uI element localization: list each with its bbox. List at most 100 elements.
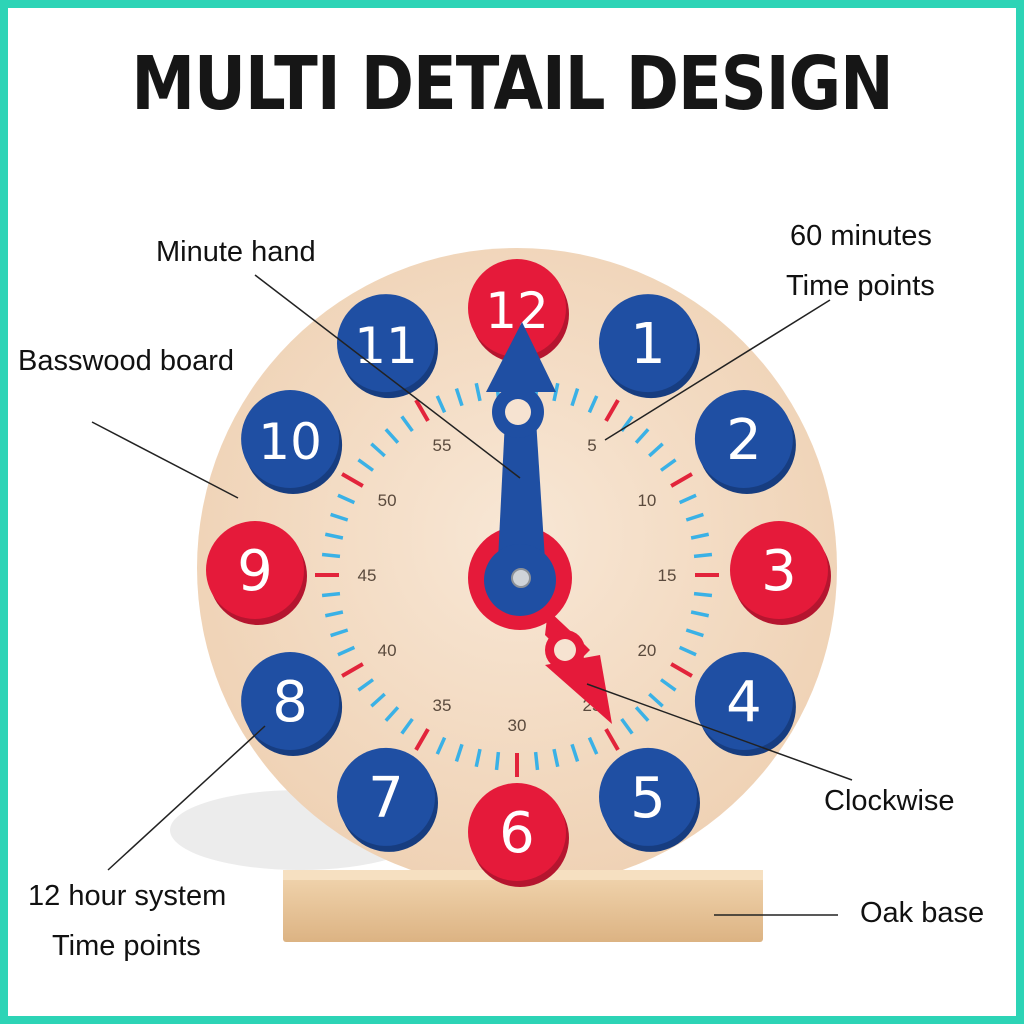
- hour-peg-12[interactable]: 12: [468, 259, 569, 363]
- tick-major: [604, 399, 620, 422]
- hour-peg-10[interactable]: 10: [241, 390, 343, 494]
- hour-number-9: 9: [237, 539, 273, 604]
- tick-minor: [659, 678, 677, 692]
- hour-peg-face: [337, 747, 435, 846]
- tick-minor: [384, 706, 400, 722]
- tick-minor: [693, 591, 713, 598]
- tick-minor: [337, 645, 356, 657]
- tick-minor: [570, 743, 580, 762]
- hour-peg-face: [599, 294, 697, 393]
- tick-minor: [454, 388, 464, 407]
- tick-major: [604, 728, 620, 751]
- minute-number-15: 15: [658, 566, 677, 585]
- hour-number-10: 10: [258, 413, 322, 471]
- hour-peg-4[interactable]: 4: [694, 652, 796, 756]
- tick-minor: [587, 395, 599, 414]
- minute-number-40: 40: [378, 641, 397, 660]
- tick-minor: [324, 532, 344, 540]
- tick-minor: [570, 388, 580, 407]
- tick-minor: [474, 748, 482, 768]
- minute-number-45: 45: [358, 566, 377, 585]
- oak-base: [283, 870, 763, 942]
- hour-peg-9[interactable]: 9: [206, 521, 307, 625]
- hour-number-3: 3: [761, 539, 797, 604]
- hour-number-8: 8: [272, 670, 308, 735]
- tick-minor: [587, 736, 599, 755]
- tick-minor: [370, 442, 386, 458]
- tick-minor: [634, 706, 650, 722]
- hour-number-7: 7: [368, 766, 404, 831]
- minute-number-30: 30: [508, 716, 527, 735]
- hour-number-12: 12: [485, 282, 549, 340]
- center-screw: [511, 568, 531, 588]
- tick-major: [341, 662, 364, 678]
- hour-number-1: 1: [630, 312, 666, 377]
- tick-minor: [552, 382, 560, 402]
- hour-peg-face: [694, 652, 793, 750]
- hour-peg-face: [206, 521, 304, 619]
- hour-peg-11[interactable]: 11: [337, 294, 438, 399]
- hour-peg-2[interactable]: 2: [694, 390, 796, 494]
- hour-peg-8[interactable]: 8: [241, 652, 343, 756]
- tick-minor: [648, 442, 664, 458]
- hour-peg-3[interactable]: 3: [730, 521, 831, 625]
- tick-minor: [678, 493, 697, 505]
- hour-peg-face: [694, 390, 793, 488]
- hour-number-2: 2: [726, 408, 762, 473]
- minute-number-10: 10: [637, 491, 656, 510]
- label-12-hour-system: 12 hour system: [28, 880, 227, 912]
- tick-minor: [678, 645, 697, 657]
- minute-number-5: 5: [587, 436, 596, 455]
- leader-basswood: [91, 421, 239, 499]
- tick-minor: [685, 628, 704, 638]
- hour-peg-1[interactable]: 1: [599, 294, 700, 399]
- minute-number-20: 20: [637, 641, 656, 660]
- hour-peg-face: [730, 521, 828, 619]
- tick-minor: [357, 458, 375, 472]
- tick-minor: [648, 692, 664, 708]
- hour-number-4: 4: [726, 670, 762, 735]
- tick-minor: [435, 736, 447, 755]
- label-clockwise: Clockwise: [824, 785, 955, 817]
- tick-minor: [435, 395, 447, 414]
- label-basswood-board: Basswood board: [18, 345, 235, 377]
- hour-peg-face: [241, 390, 340, 488]
- tick-minor: [552, 748, 560, 768]
- hour-peg-7[interactable]: 7: [337, 747, 438, 852]
- hour-number-6: 6: [499, 801, 535, 866]
- hour-peg-face: [599, 747, 697, 846]
- label-minute-time-points: Time points: [786, 270, 935, 302]
- tick-minor: [357, 678, 375, 692]
- tick-minor: [693, 552, 713, 559]
- label-minute-hand: Minute hand: [156, 236, 316, 268]
- hour-peg-face: [468, 783, 566, 881]
- hour-number-5: 5: [630, 766, 666, 831]
- tick-minor: [400, 717, 414, 735]
- hour-peg-face: [241, 652, 340, 750]
- tick-minor: [494, 751, 501, 771]
- tick-major: [670, 472, 693, 488]
- tick-minor: [454, 743, 464, 762]
- minute-hand: [484, 322, 556, 616]
- leader-hour-system: [107, 725, 266, 871]
- tick-minor: [685, 512, 704, 522]
- tick-minor: [659, 458, 677, 472]
- minute-hand-hole: [505, 399, 531, 425]
- hour-peg-5[interactable]: 5: [599, 747, 700, 852]
- minute-number-55: 55: [433, 436, 452, 455]
- tick-major: [341, 472, 364, 488]
- hour-peg-6[interactable]: 6: [468, 783, 569, 887]
- tick-minor: [474, 382, 482, 402]
- hour-peg-face: [337, 294, 435, 393]
- leader-minutes: [604, 299, 831, 441]
- hour-number-11: 11: [354, 317, 418, 375]
- leader-clockwise: [586, 683, 853, 781]
- tick-minor: [321, 591, 341, 598]
- leader-minute-hand: [254, 274, 521, 479]
- tick-minor: [400, 415, 414, 433]
- label-hour-time-points: Time points: [52, 930, 201, 962]
- hour-peg-face: [468, 259, 566, 357]
- tick-major: [414, 728, 430, 751]
- tick-minor: [690, 532, 710, 540]
